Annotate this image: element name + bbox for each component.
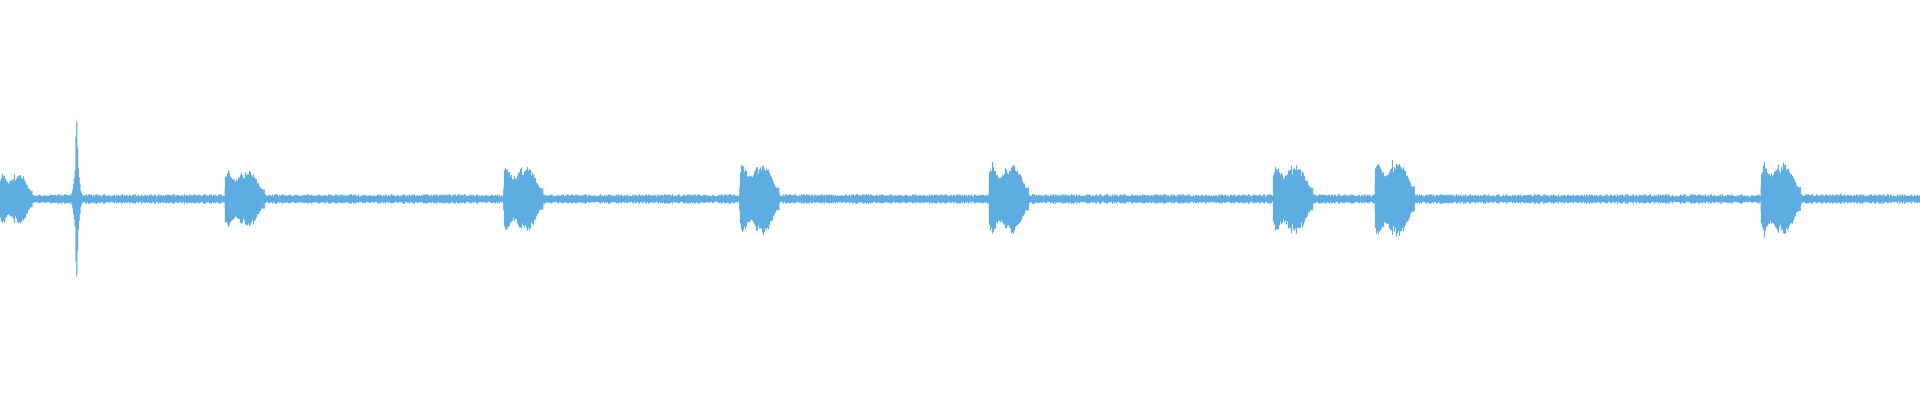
waveform-burst-7 [1374, 186, 1416, 212]
waveform-burst-8 [1760, 187, 1801, 211]
waveform-burst-1 [0, 190, 33, 208]
waveform-spike-1 [71, 121, 83, 277]
waveform-burst-4 [739, 187, 780, 211]
waveform-burst-6 [1272, 187, 1314, 211]
waveform-spikes [71, 121, 83, 277]
waveform-baseline [0, 160, 1920, 238]
spike-trace [71, 121, 83, 277]
waveform-bursts [0, 186, 1801, 212]
waveform-trace [0, 160, 1920, 238]
waveform-burst-5 [988, 187, 1030, 211]
waveform-burst-3 [503, 188, 544, 210]
waveform-burst-2 [224, 189, 265, 209]
